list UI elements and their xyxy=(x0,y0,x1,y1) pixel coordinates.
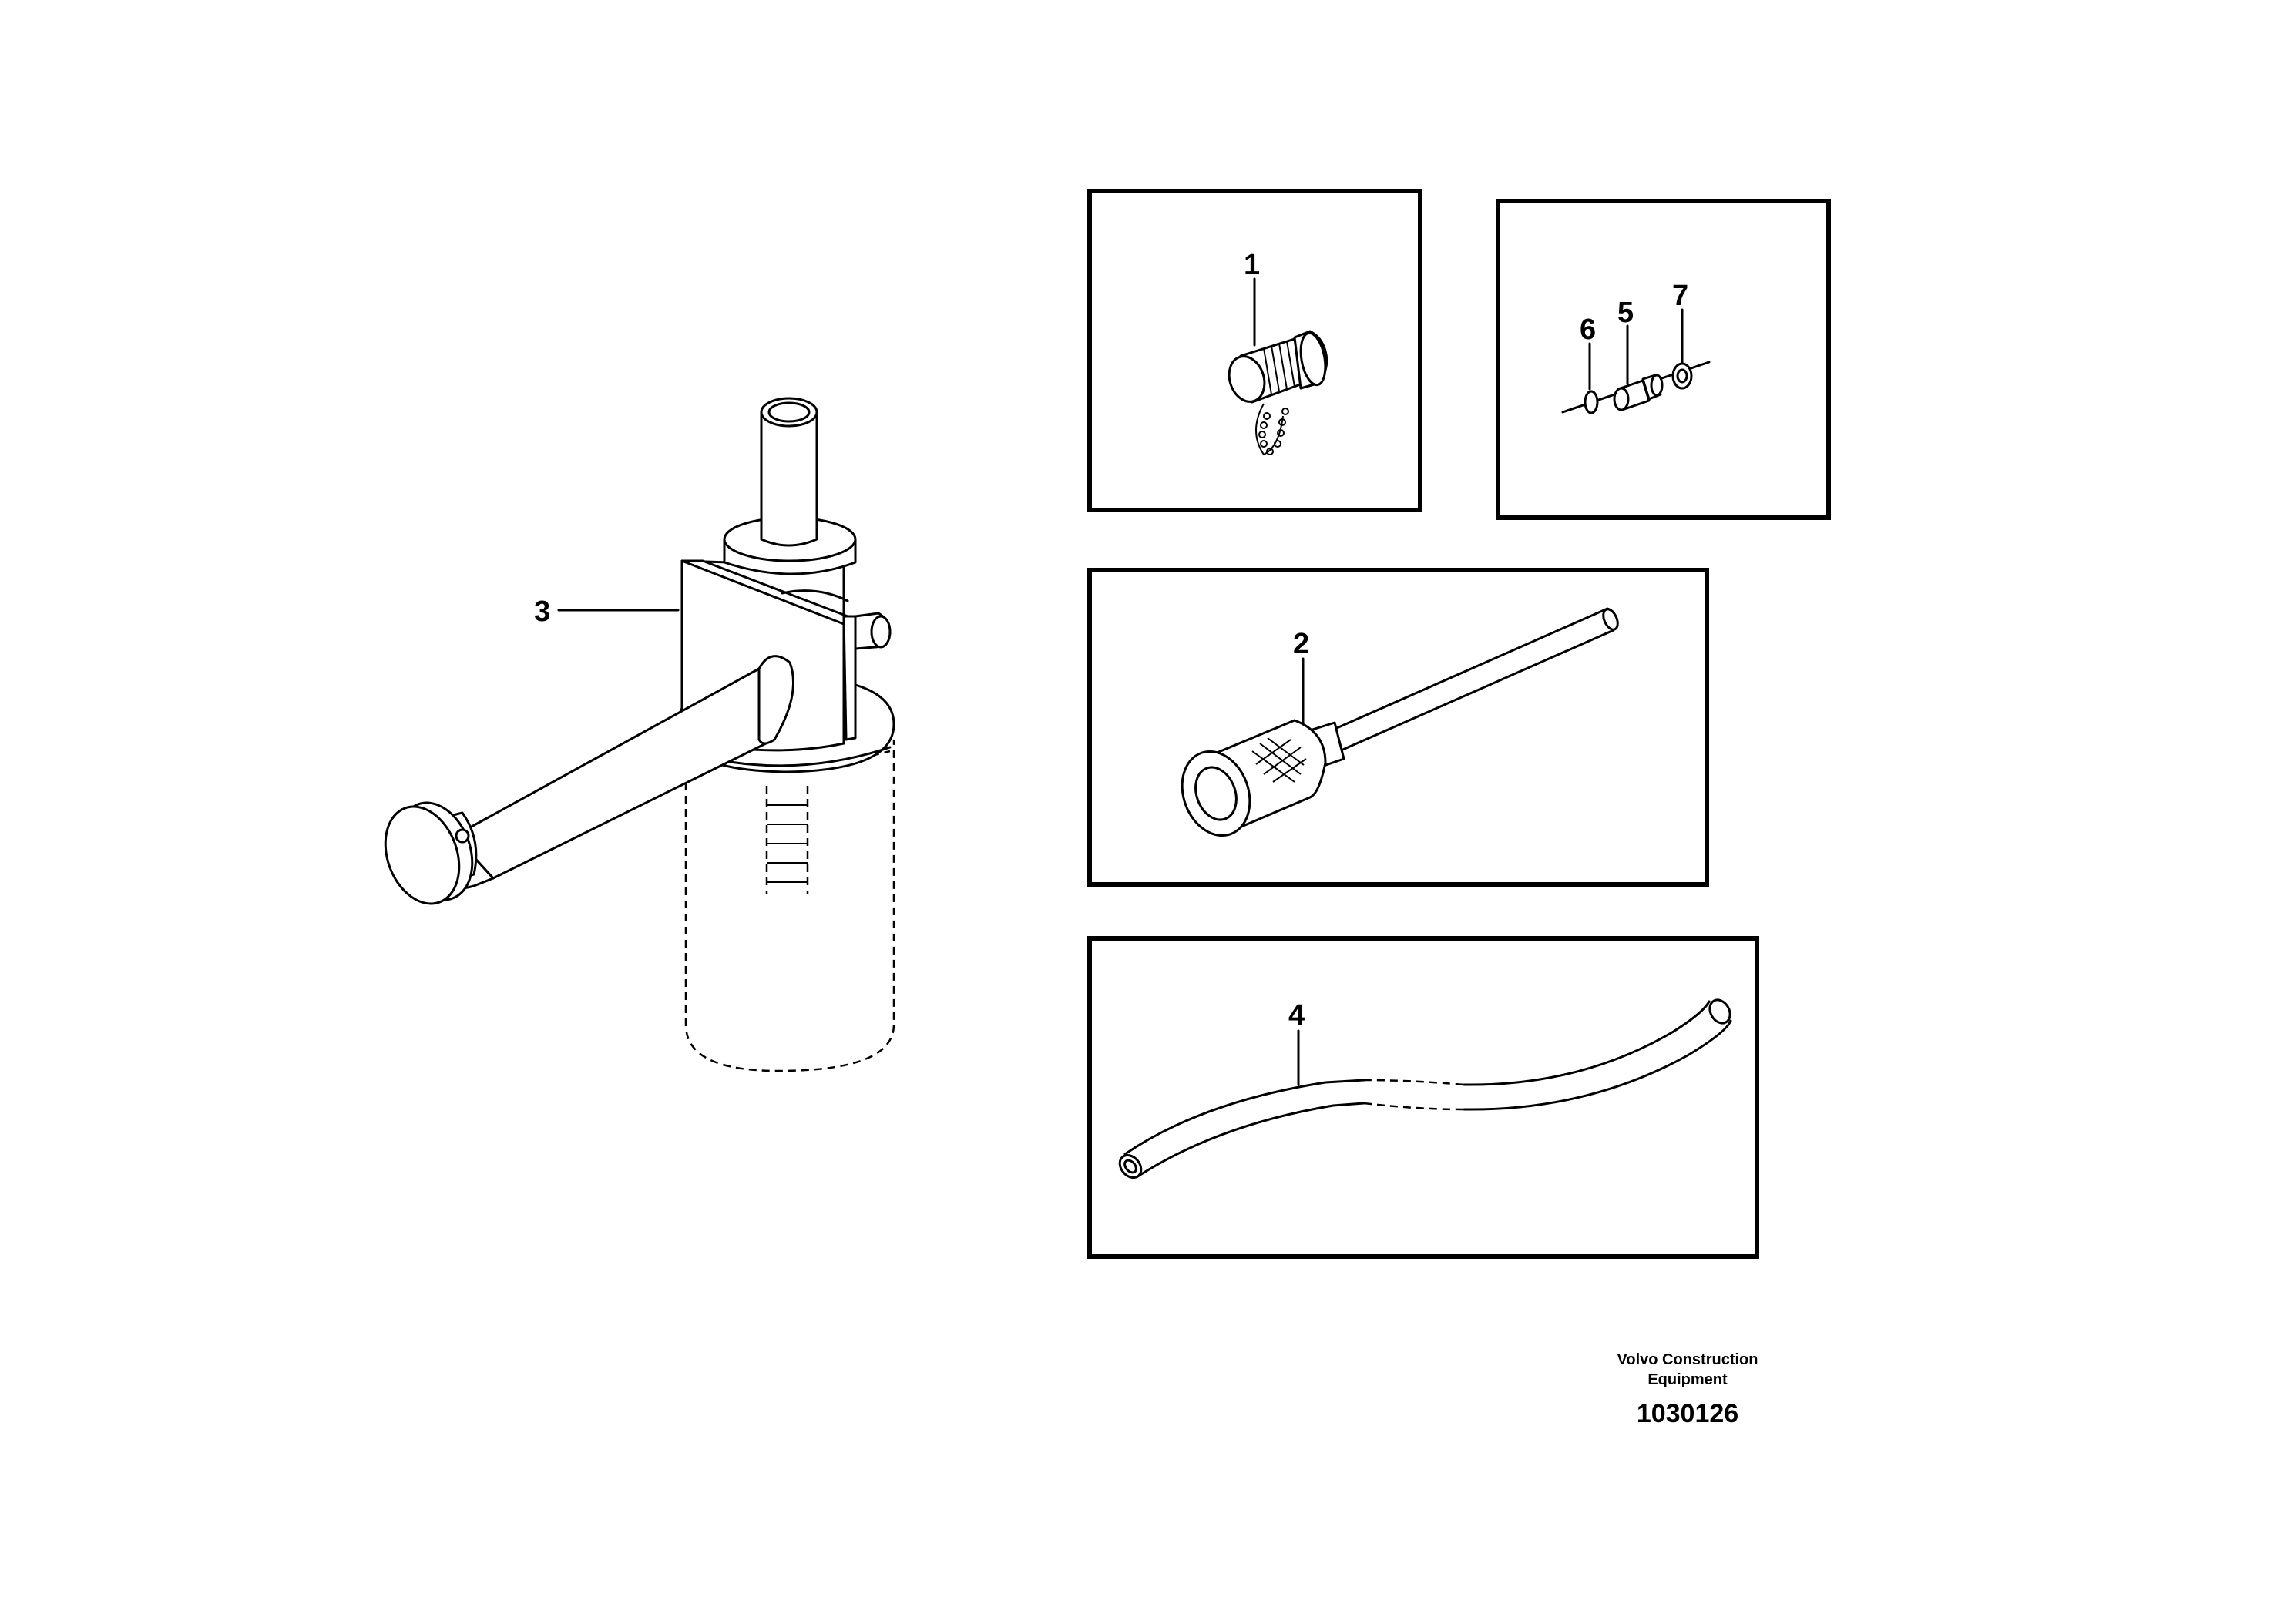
svg-text:2: 2 xyxy=(1293,628,1309,660)
callout-4: 4 xyxy=(1288,999,1305,1086)
callout-5: 5 xyxy=(1617,297,1634,385)
svg-text:3: 3 xyxy=(534,596,550,628)
detail-box-item-4: 4 xyxy=(1087,936,1759,1259)
detail-box-items-5-6-7: 6 5 7 xyxy=(1496,199,1831,520)
dashed-container xyxy=(684,740,895,1072)
illustration-number: 1030126 xyxy=(1636,1399,1739,1428)
hose-drawing xyxy=(1118,998,1732,1179)
svg-text:6: 6 xyxy=(1580,314,1596,346)
adapter-drawing xyxy=(1181,607,1619,837)
callout-7: 7 xyxy=(1672,280,1688,364)
svg-text:7: 7 xyxy=(1672,280,1688,312)
callout-1: 1 xyxy=(1244,249,1260,347)
svg-text:4: 4 xyxy=(1288,999,1305,1032)
callout-2: 2 xyxy=(1293,628,1309,726)
pump-assembly-drawing xyxy=(384,397,895,1072)
test-nipple-drawing xyxy=(1228,330,1328,456)
seal-nipple-drawing xyxy=(1561,361,1711,414)
svg-text:1: 1 xyxy=(1244,249,1260,281)
manufacturer-label: Volvo Construction Equipment xyxy=(1617,1351,1758,1388)
callout-3: 3 xyxy=(534,596,680,628)
detail-box-item-1: 1 xyxy=(1087,189,1422,512)
svg-text:5: 5 xyxy=(1617,297,1634,329)
title-block: Volvo Construction Equipment 1030126 xyxy=(1580,1350,1795,1429)
detail-box-item-2: 2 xyxy=(1087,568,1709,887)
callout-6: 6 xyxy=(1580,314,1596,391)
